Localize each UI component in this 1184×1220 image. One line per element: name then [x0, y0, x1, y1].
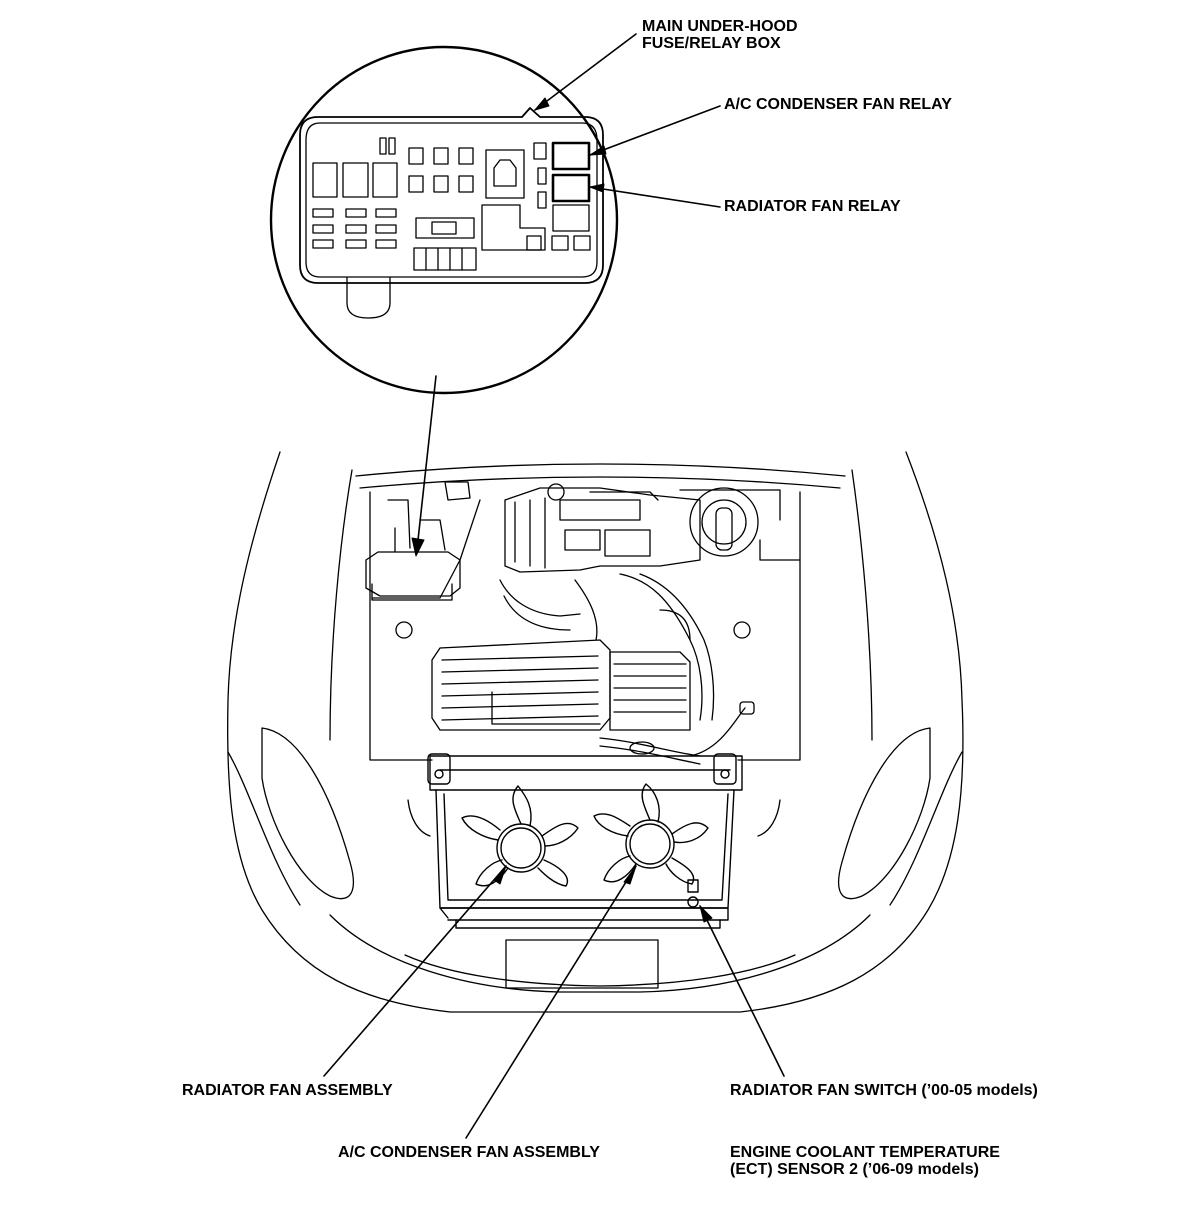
main-fuse-box-label-line2: FUSE/RELAY BOX: [642, 35, 781, 52]
ac-condenser-fan-relay-label: A/C CONDENSER FAN RELAY: [724, 96, 952, 113]
zoom-circle: [269, 45, 619, 395]
main-fuse-box-label: MAIN UNDER-HOOD FUSE/RELAY BOX: [642, 18, 798, 52]
ac-condenser-fan: [593, 783, 709, 885]
radiator-fan-switch-label: RADIATOR FAN SWITCH (’00-05 models): [730, 1082, 1038, 1099]
ac-condenser-fan-assembly-label: A/C CONDENSER FAN ASSEMBLY: [338, 1144, 600, 1161]
leader-lines: [323, 33, 785, 1139]
radiator-fan-assembly-label: RADIATOR FAN ASSEMBLY: [182, 1082, 393, 1099]
arrowheads: [411, 97, 713, 923]
radiator-fan-relay-label: RADIATOR FAN RELAY: [724, 198, 901, 215]
fuse-relay-box-detail: [299, 107, 604, 319]
ect-sensor-label-line1: ENGINE COOLANT TEMPERATURE: [730, 1144, 1000, 1161]
ect-sensor-label-line2: (ECT) SENSOR 2 (’06-09 models): [730, 1161, 979, 1178]
engine-bay-components: [365, 481, 801, 765]
radiator-fan: [461, 785, 579, 887]
radiator-assembly: [427, 753, 743, 929]
car-body-outline: [227, 451, 964, 1013]
main-fuse-box-label-line1: MAIN UNDER-HOOD: [642, 18, 798, 35]
ect-sensor-label: ENGINE COOLANT TEMPERATURE (ECT) SENSOR …: [730, 1144, 1000, 1178]
